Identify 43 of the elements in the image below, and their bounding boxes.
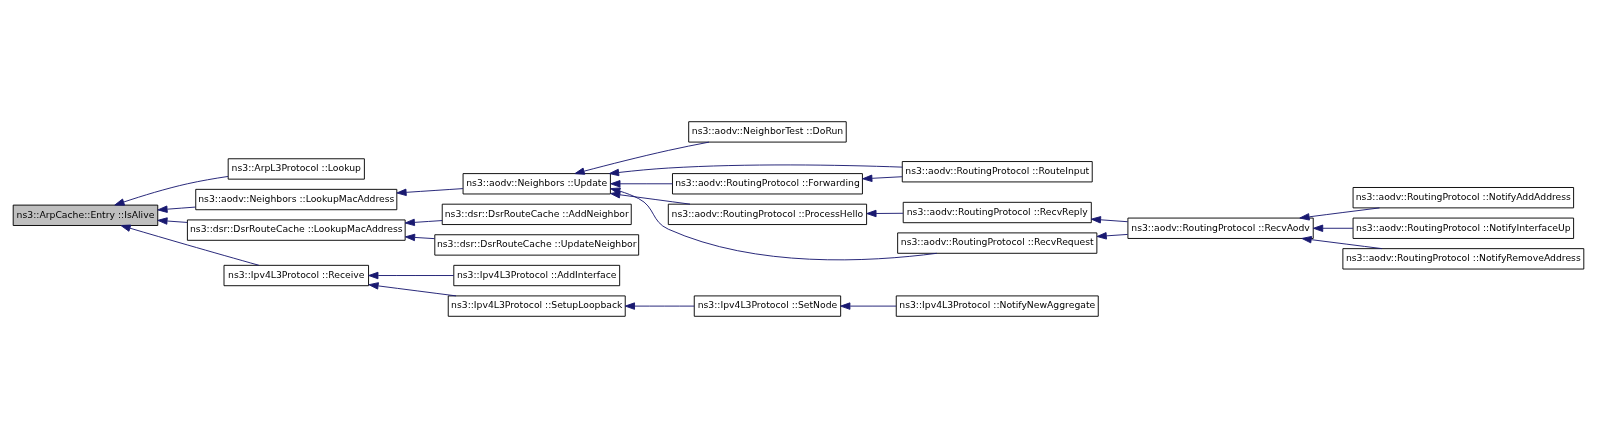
arrow (157, 216, 188, 225)
arrow (157, 205, 196, 213)
node-box: ns3::aodv::RoutingProtocol ::Forwarding (672, 172, 863, 194)
arrow (862, 174, 903, 182)
arrow (404, 233, 436, 241)
arrow (368, 281, 457, 296)
arrow (610, 179, 673, 187)
arrow (120, 224, 260, 266)
arrow (1090, 215, 1129, 223)
arrow (1301, 235, 1383, 249)
arrow (608, 163, 903, 176)
node-box: ns3::Ipv4L3Protocol ::NotifyNewAggregate (895, 294, 1099, 317)
node-box: ns3::aodv::NeighborTest ::DoRun (688, 120, 847, 143)
node-box: ns3::aodv::RoutingProtocol ::ProcessHello (667, 203, 868, 225)
arrow (1096, 231, 1129, 240)
arrow (396, 187, 464, 196)
node-box: ns3::dsr::DsrRouteCache ::AddNeighbor (441, 203, 632, 225)
node-box: ns3::aodv::RoutingProtocol ::NotifyInterfaceUp (1352, 217, 1575, 239)
arrow (866, 209, 904, 217)
arrow (114, 175, 229, 206)
node-box: ns3::aodv::Neighbors ::Update (462, 172, 611, 194)
node-box: ns3::Ipv4L3Protocol ::Receive (223, 264, 370, 286)
arrow (840, 301, 897, 310)
node-box: ns3::aodv::RoutingProtocol ::RouteInput (901, 160, 1093, 182)
node-box: ns3::Ipv4L3Protocol ::AddInterface (453, 264, 621, 286)
arrow (368, 271, 455, 279)
node-box: ns3::dsr::DsrRouteCache ::UpdateNeighbor (434, 233, 640, 256)
node-box: ns3::Ipv4L3Protocol ::SetupLoopback (447, 294, 626, 317)
node-box: ns3::ArpCache::Entry ::IsAlive (12, 204, 159, 226)
node-box: ns3::aodv::RoutingProtocol ::RecvReply (902, 201, 1092, 223)
node-box: ns3::aodv::RoutingProtocol ::NotifyRemoveAddress (1342, 247, 1585, 269)
arrow (1299, 206, 1380, 221)
node-box: ns3::ArpL3Protocol ::Lookup (227, 157, 365, 180)
node-box: ns3::aodv::RoutingProtocol ::RecvRequest (897, 231, 1098, 254)
node-box: ns3::dsr::DsrRouteCache ::LookupMacAddress (186, 218, 406, 241)
node-box: ns3::aodv::RoutingProtocol ::RecvAodv (1127, 217, 1314, 239)
arrow (624, 301, 695, 310)
node-box: ns3::aodv::Neighbors ::LookupMacAddress (195, 188, 398, 210)
arrow (1313, 224, 1354, 232)
node-box: ns3::Ipv4L3Protocol ::SetNode (693, 294, 842, 317)
arrow (574, 141, 710, 175)
arrow (404, 218, 443, 226)
node-box: ns3::aodv::RoutingProtocol ::NotifyAddAddress (1352, 186, 1575, 208)
